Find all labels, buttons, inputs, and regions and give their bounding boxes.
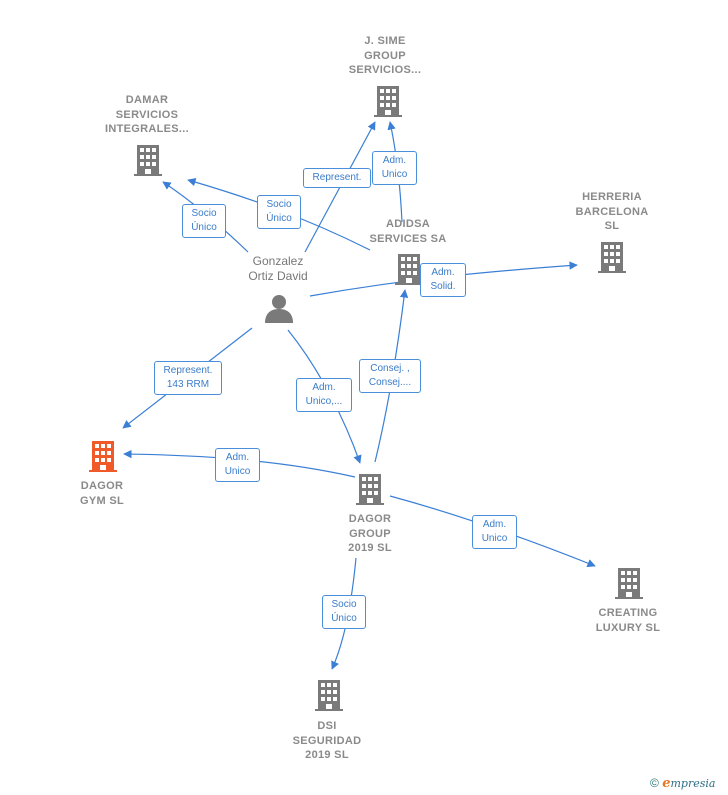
building-icon xyxy=(615,568,643,599)
building-icon xyxy=(356,474,384,505)
building-icon xyxy=(374,86,402,117)
node-herreria-label[interactable]: HERRERIA BARCELONA SL xyxy=(575,191,649,232)
building-icon xyxy=(598,242,626,273)
node-dagorgym-label[interactable]: DAGOR GYM SL xyxy=(80,480,124,507)
node-damar-label[interactable]: DAMAR SERVICIOS INTEGRALES... xyxy=(105,94,189,135)
edge-label-represent-jsime: Represent. xyxy=(303,168,371,188)
edge-label-adm-unico-person-group: Adm. Unico,... xyxy=(296,378,352,412)
edge-label-consej: Consej. , Consej.... xyxy=(359,359,421,393)
node-dagorgroup-label[interactable]: DAGOR GROUP 2019 SL xyxy=(348,513,392,554)
node-creating-label[interactable]: CREATING LUXURY SL xyxy=(595,607,661,634)
building-icon xyxy=(315,680,343,711)
person-label[interactable]: Gonzalez Ortiz David xyxy=(248,254,308,283)
edge-label-represent-143: Represent. 143 RRM xyxy=(154,361,222,395)
person-icon xyxy=(265,295,293,323)
edge-label-socio-unico-adidsa: Socio Único xyxy=(257,195,301,229)
edge-label-adm-solid: Adm. Solid. xyxy=(420,263,466,297)
highlighted-building-icon xyxy=(89,441,117,472)
edge-label-socio-unico-dsi: Socio Único xyxy=(322,595,366,629)
building-icon xyxy=(134,145,162,176)
node-dsi-label[interactable]: DSI SEGURIDAD 2019 SL xyxy=(292,720,362,761)
footer-brand: © empresia xyxy=(650,776,715,791)
copyright-symbol: © xyxy=(650,776,659,790)
empresia-logo: empresia xyxy=(662,776,716,791)
building-icon xyxy=(395,254,423,285)
node-jsime-label[interactable]: J. SIME GROUP SERVICIOS... xyxy=(348,35,422,76)
edge-label-adm-unico-creating: Adm. Unico xyxy=(472,515,517,549)
edge-label-adm-unico-jsime: Adm. Unico xyxy=(372,151,417,185)
edge-label-socio-unico-damar: Socio Único xyxy=(182,204,226,238)
node-adidsa-label[interactable]: ADIDSA SERVICES SA xyxy=(369,218,447,245)
edge-label-adm-unico-gym: Adm. Unico xyxy=(215,448,260,482)
